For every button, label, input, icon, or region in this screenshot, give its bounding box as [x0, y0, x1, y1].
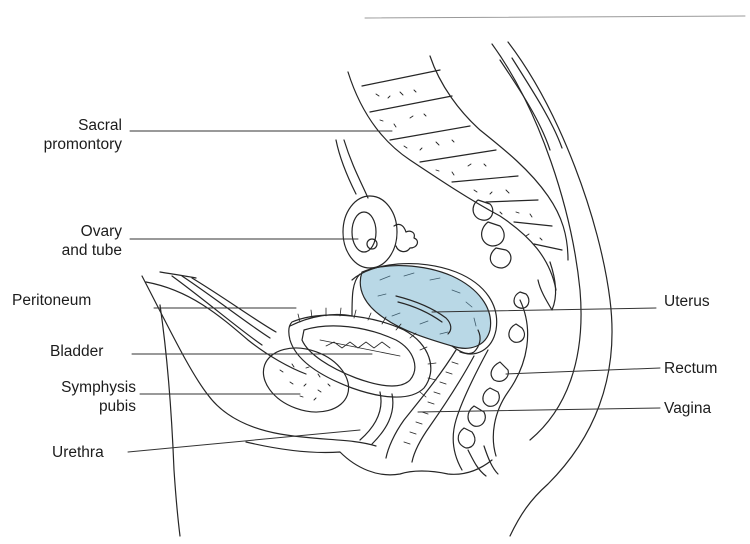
ovary-inner [352, 212, 376, 252]
symphysis-pubis [254, 337, 357, 423]
ovary [343, 196, 397, 268]
leader-rectum [506, 368, 660, 374]
body-outline-back [508, 42, 612, 536]
thigh-outline [160, 305, 180, 536]
label-ovary-and-tube: Ovary and tube [30, 222, 122, 260]
peritoneum-line [290, 274, 360, 326]
label-sacral-promontory: Sacral promontory [40, 116, 122, 154]
fallopian-tube-stalk [336, 140, 356, 194]
coccyx [538, 262, 556, 310]
fallopian-tube-stalk2 [344, 140, 368, 198]
rectum-back [493, 300, 527, 456]
label-peritoneum: Peritoneum [12, 292, 91, 309]
presacral-fascia2 [512, 58, 562, 148]
label-urethra: Urethra [52, 444, 104, 461]
label-symphysis-line1: Symphysis [20, 378, 136, 397]
anal-canal2 [484, 446, 498, 474]
leader-vagina [418, 408, 660, 412]
label-rectum: Rectum [664, 360, 717, 377]
urethra-tube2 [372, 394, 393, 444]
label-sacral-line1: Sacral [40, 116, 122, 135]
vertebra-6 [486, 200, 538, 202]
scan-edge-line [365, 16, 745, 18]
sacrum-back [430, 56, 568, 260]
presacral-fascia [500, 60, 550, 150]
label-sacral-line2: promontory [40, 135, 122, 154]
label-uterus: Uterus [664, 293, 710, 310]
label-ovary-line1: Ovary [30, 222, 122, 241]
vertebra-3 [390, 126, 470, 140]
body-outline-back-inner [492, 44, 581, 440]
vertebra-stipple [376, 90, 542, 240]
label-symphysis-pubis: Symphysis pubis [20, 378, 136, 416]
vertebra-2 [370, 96, 452, 112]
sacrum-front [348, 72, 556, 290]
leader-urethra [128, 430, 360, 452]
abdominal-wall-muscle2 [182, 276, 270, 338]
abdominal-wall-inner [146, 282, 306, 374]
vertebra-5 [452, 176, 518, 182]
abdominal-wall-outer [142, 276, 376, 446]
vertebra-7 [514, 222, 552, 226]
abdominal-wall-muscle4 [160, 272, 196, 278]
sigmoid-colon [473, 200, 511, 268]
pubis-stipple [280, 364, 330, 400]
uterus-body [360, 266, 490, 349]
fimbriae [394, 224, 417, 251]
label-vagina: Vagina [664, 400, 711, 417]
perineum-outline [246, 442, 492, 475]
vertebra-4 [420, 150, 496, 162]
label-symphysis-line2: pubis [20, 397, 136, 416]
urethra-tube [360, 392, 381, 440]
vagina-back-wall [412, 356, 474, 462]
vertebra-1 [362, 70, 440, 86]
label-bladder: Bladder [50, 343, 103, 360]
abdominal-wall-muscle [172, 276, 262, 345]
label-ovary-line2: and tube [30, 241, 122, 260]
